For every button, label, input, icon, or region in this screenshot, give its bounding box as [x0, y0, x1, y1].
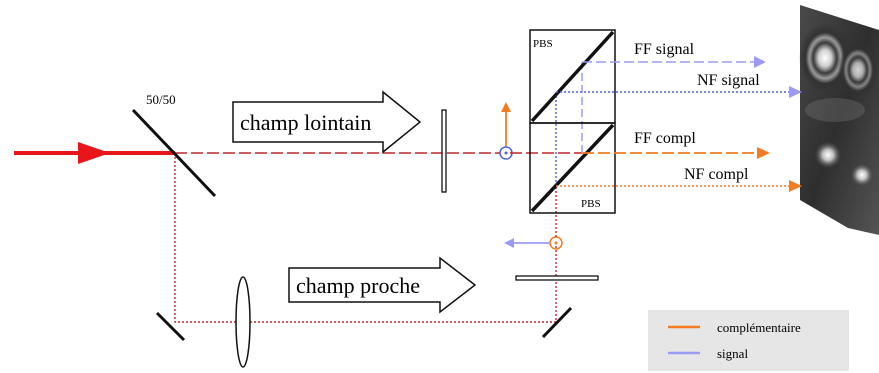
- pbs-bottom-label: PBS: [581, 198, 601, 210]
- waveplate-near-field: [515, 275, 599, 281]
- nf-compl-label: NF compl: [684, 166, 749, 183]
- near-field-label: champ proche: [296, 273, 420, 298]
- pbs-cube-top: PBS: [529, 29, 616, 124]
- ff-compl-label: FF compl: [634, 130, 696, 147]
- input-beam: [14, 142, 175, 164]
- ff-signal-label: FF signal: [634, 41, 695, 58]
- polarization-indicator-near: [504, 236, 563, 250]
- output-nf-signal: [556, 86, 802, 98]
- output-ff-signal: [582, 56, 766, 68]
- waveplate-far-field: [441, 109, 447, 193]
- output-ff-compl: [582, 147, 770, 159]
- mirror-bottom-left: [155, 311, 186, 342]
- pbs-top-label: PBS: [533, 38, 553, 50]
- output-nf-compl: [556, 180, 802, 192]
- legend-complementary-label: complémentaire: [717, 320, 801, 335]
- polarization-indicator-far: [499, 102, 513, 160]
- splitter-label: 50/50: [146, 92, 176, 107]
- camera-screen-image: [799, 5, 879, 235]
- far-field-label: champ lointain: [240, 110, 371, 135]
- far-field-arrow: champ lointain: [232, 90, 422, 154]
- beam-splitter-50-50: [131, 108, 217, 198]
- mirror-bottom-right: [541, 306, 573, 339]
- pbs-cube-bottom: PBS: [529, 122, 616, 214]
- legend: complémentaire signal: [648, 310, 849, 371]
- near-field-arrow: champ proche: [288, 256, 477, 314]
- legend-signal-label: signal: [717, 346, 748, 361]
- nf-signal-label: NF signal: [697, 72, 760, 89]
- lens: [235, 276, 251, 368]
- near-field-path: [174, 153, 557, 323]
